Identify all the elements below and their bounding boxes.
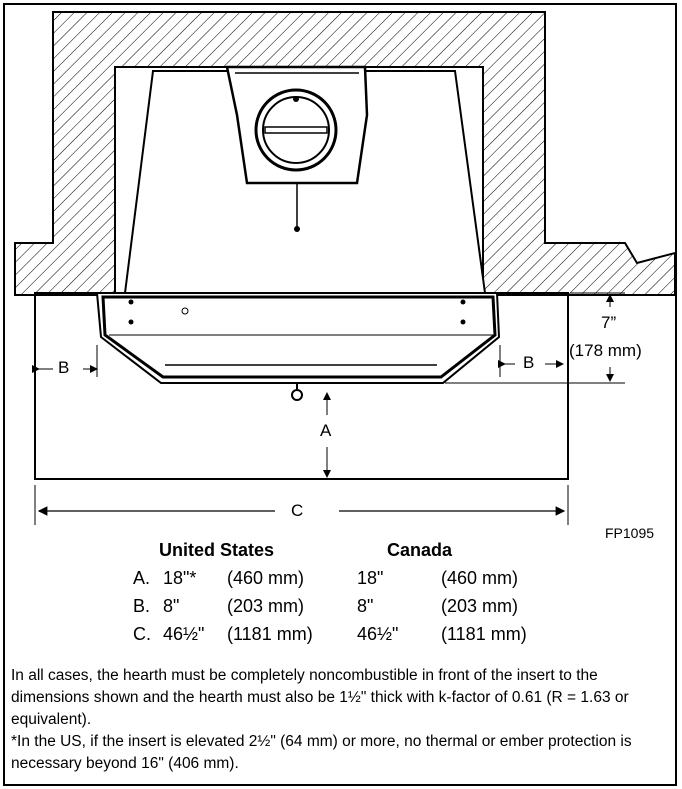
ca-mm: (1181 mm) — [441, 624, 527, 644]
table-row: A. 18"* (460 mm) 18" (460 mm) — [5, 568, 675, 592]
figure-id: FP1095 — [605, 525, 655, 541]
insert-surround — [95, 292, 501, 384]
label-b-right: B — [523, 353, 535, 372]
us-mm: (1181 mm) — [227, 624, 313, 644]
us-mm: (203 mm) — [227, 596, 305, 616]
label-c: C — [291, 501, 304, 520]
hearth-diagram — [14, 11, 675, 525]
table-row: B. 8" (203 mm) 8" (203 mm) — [5, 596, 675, 620]
row-letter: A. — [133, 568, 151, 588]
header-united-states: United States — [159, 540, 275, 560]
ca-inches: 18" — [357, 568, 384, 588]
us-inches: 18"* — [163, 568, 197, 588]
hearth-notes: In all cases, the hearth must be complet… — [11, 665, 675, 775]
row-letter: C. — [133, 624, 151, 644]
note-hearth-requirements: In all cases, the hearth must be complet… — [11, 667, 629, 728]
ca-mm: (203 mm) — [441, 596, 519, 616]
ca-inches: 8" — [357, 596, 374, 616]
label-7-inch: 7” — [601, 313, 617, 332]
ca-inches: 46½" — [357, 624, 399, 644]
us-inches: 46½" — [163, 624, 205, 644]
label-b-left: B — [58, 358, 70, 377]
us-inches: 8" — [163, 596, 180, 616]
row-letter: B. — [133, 596, 151, 616]
label-178-mm: (178 mm) — [569, 341, 642, 360]
ca-mm: (460 mm) — [441, 568, 519, 588]
us-mm: (460 mm) — [227, 568, 305, 588]
dimension-table: United States Canada A. 18"* (460 mm) 18… — [5, 540, 675, 650]
control-knob — [291, 389, 303, 401]
header-canada: Canada — [387, 540, 453, 560]
diagram-frame: B B A C 7” (178 mm) FP1095 United States… — [3, 3, 677, 786]
note-us-elevation: *In the US, if the insert is elevated 2½… — [11, 733, 632, 772]
label-a: A — [320, 421, 332, 440]
table-row: C. 46½" (1181 mm) 46½" (1181 mm) — [5, 624, 675, 648]
